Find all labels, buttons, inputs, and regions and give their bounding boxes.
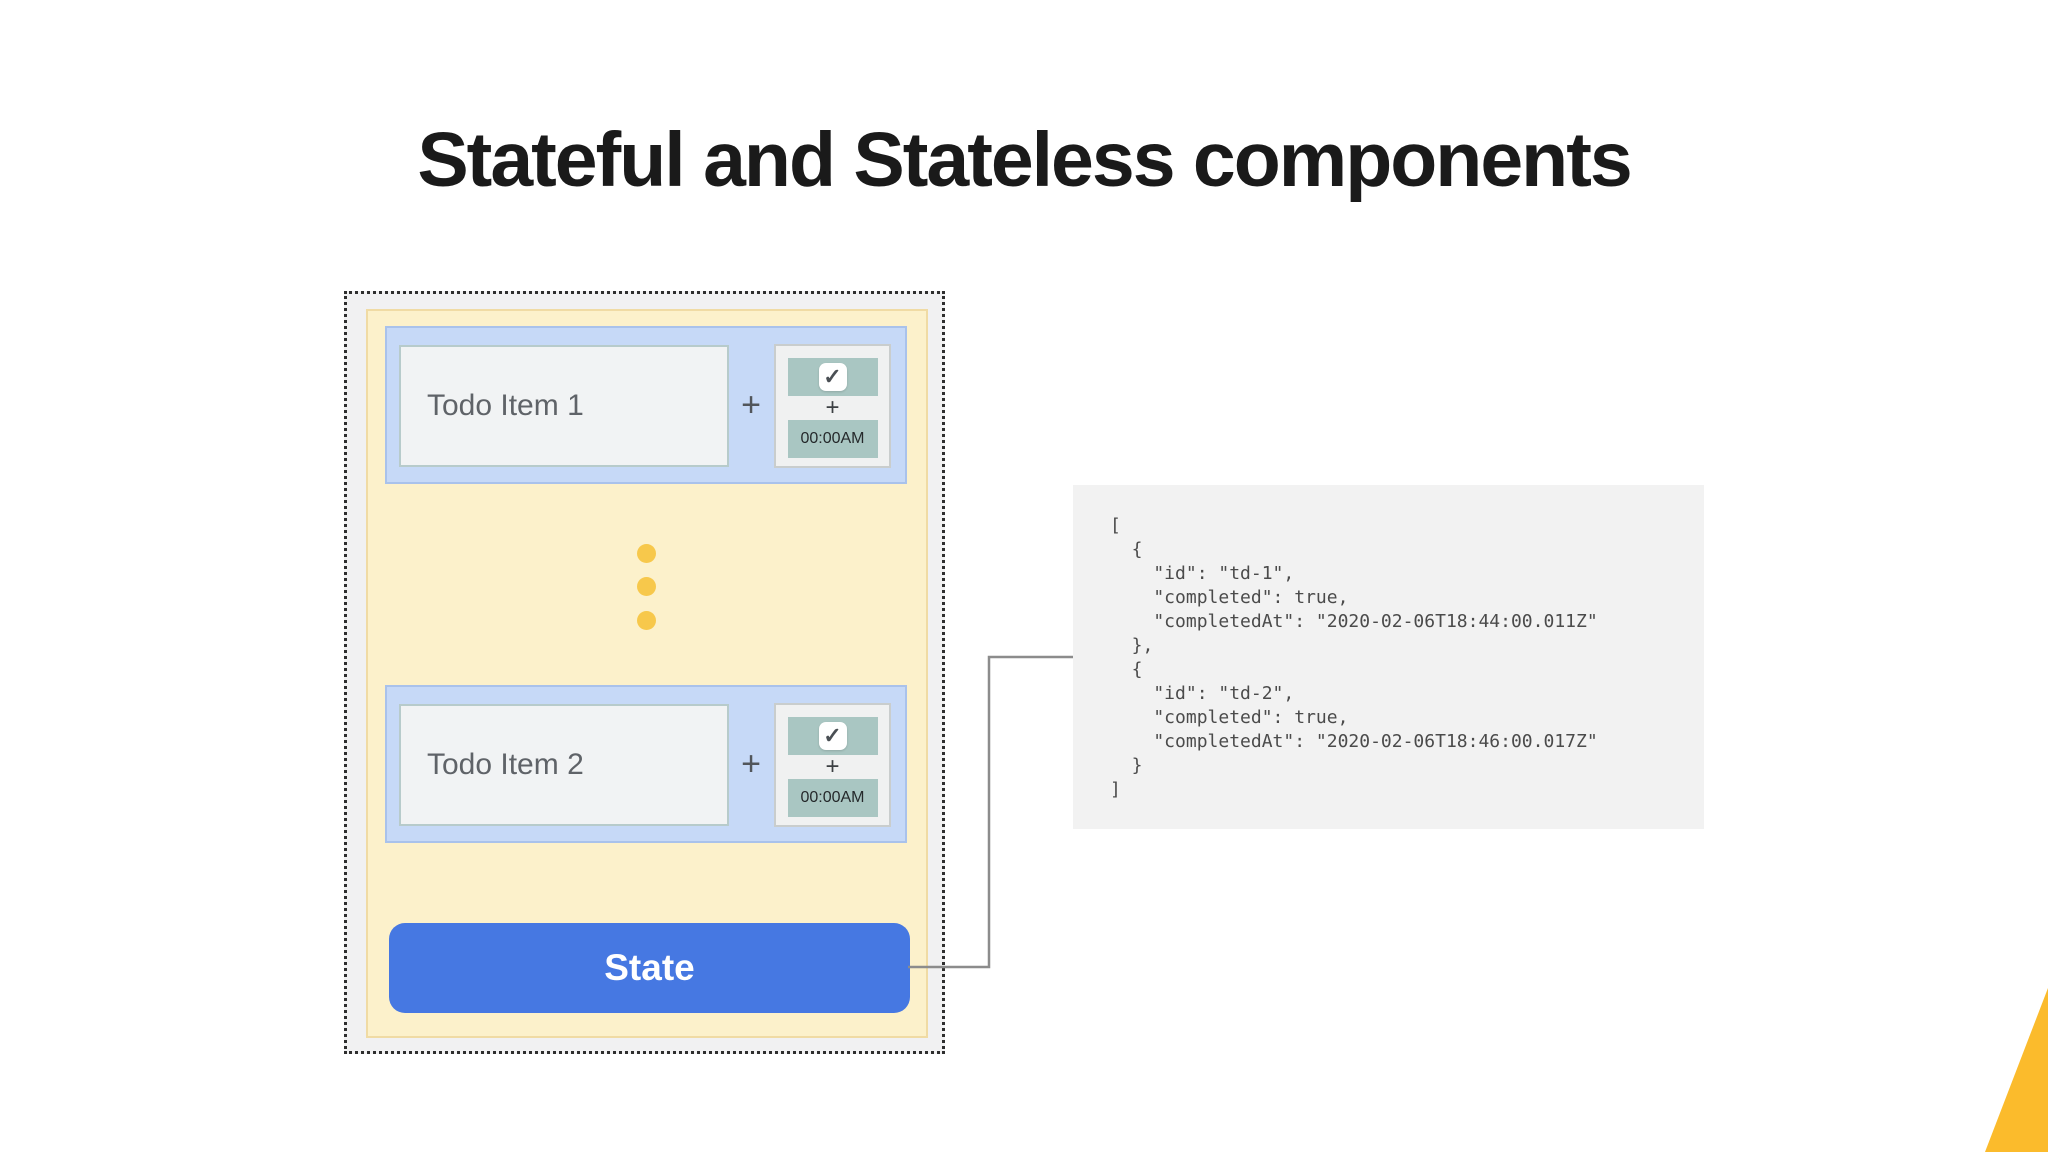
component-boundary: Todo Item 1 + ✓ + 00:00AM [344, 291, 945, 1054]
add-icon[interactable]: + [825, 753, 840, 780]
page-title: Stateful and Stateless components [417, 117, 1632, 203]
time-field[interactable]: 00:00AM [787, 779, 878, 817]
time-value: 00:00AM [800, 789, 865, 806]
checkbox-field[interactable]: ✓ [787, 717, 878, 755]
ellipsis-dot [637, 611, 656, 630]
todo-item-row: Todo Item 1 + ✓ + 00:00AM [385, 326, 907, 484]
todo-item-label: Todo Item 2 [427, 748, 584, 781]
ellipsis-dot [637, 577, 656, 596]
add-icon[interactable]: + [741, 385, 761, 424]
todo-app-container: Todo Item 1 + ✓ + 00:00AM [366, 309, 928, 1038]
checkbox-field[interactable]: ✓ [787, 358, 878, 396]
state-button[interactable]: State [389, 923, 910, 1013]
todo-item-label: Todo Item 1 [427, 389, 584, 422]
add-icon[interactable]: + [825, 394, 840, 421]
connector-line [908, 655, 1073, 969]
checkbox-checked-icon[interactable]: ✓ [818, 722, 847, 750]
todo-controls-panel: ✓ + 00:00AM [774, 344, 891, 468]
state-json-code: [ { "id": "td-1", "completed": true, "co… [1073, 485, 1704, 829]
todo-text-field[interactable]: Todo Item 1 [399, 345, 729, 467]
corner-accent-triangle [1985, 988, 2048, 1152]
time-value: 00:00AM [800, 430, 865, 447]
add-icon[interactable]: + [741, 744, 761, 783]
time-field[interactable]: 00:00AM [787, 420, 878, 458]
todo-text-field[interactable]: Todo Item 2 [399, 704, 729, 826]
todo-controls-panel: ✓ + 00:00AM [774, 703, 891, 827]
ellipsis-dot [637, 544, 656, 563]
todo-item-row: Todo Item 2 + ✓ + 00:00AM [385, 685, 907, 843]
checkbox-checked-icon[interactable]: ✓ [818, 363, 847, 391]
